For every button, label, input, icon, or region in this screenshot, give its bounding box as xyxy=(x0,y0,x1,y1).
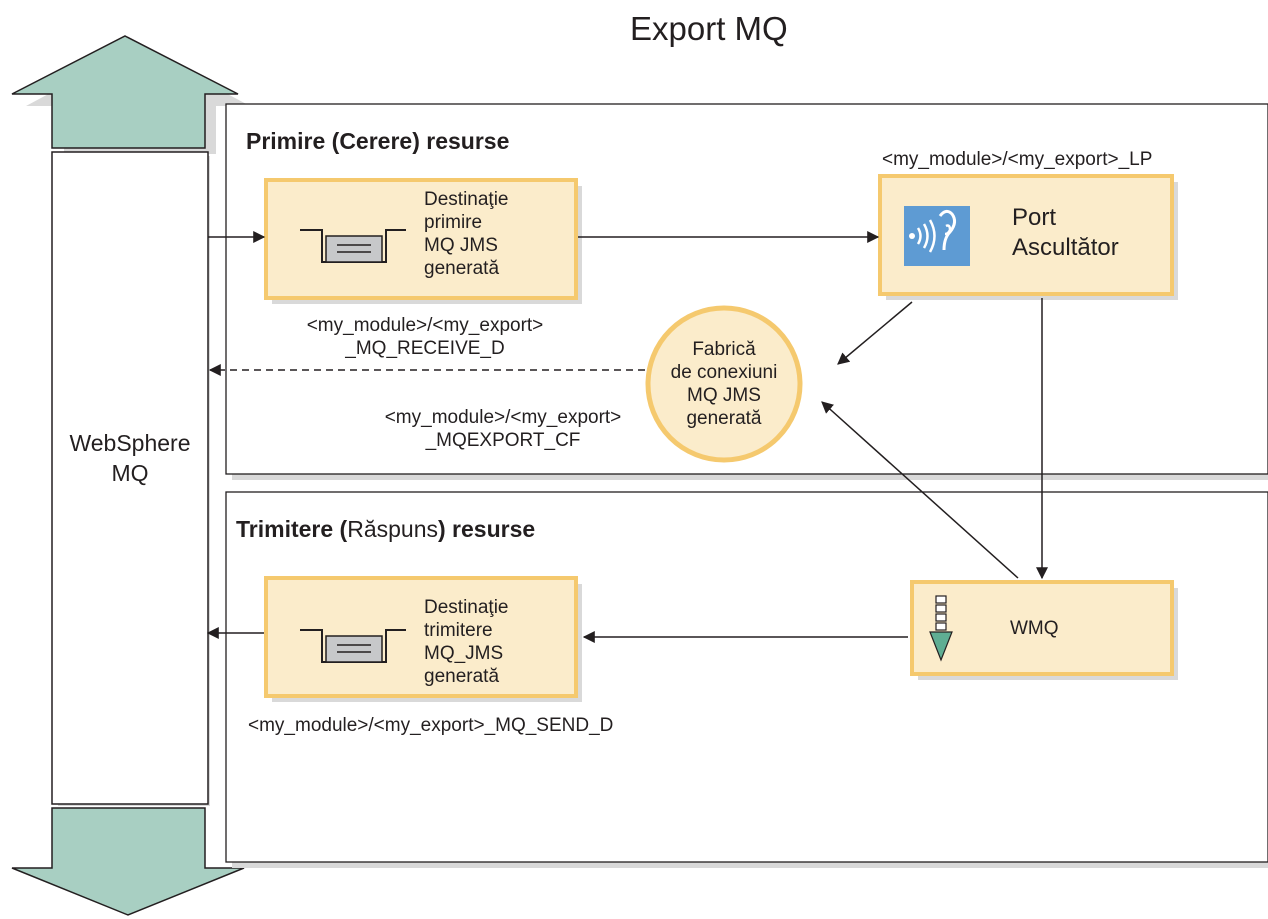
ear-icon xyxy=(904,206,970,266)
send-line-3: MQ_JMS xyxy=(424,643,504,664)
queue-icon xyxy=(300,629,406,663)
request-section-title: Primire (Cerere) resurse xyxy=(246,128,510,154)
websphere-double-arrow xyxy=(11,35,250,916)
listener-port-box xyxy=(878,174,1178,300)
send-line-2: trimitere xyxy=(424,620,493,641)
send-line-1: Destinaţie xyxy=(424,597,509,618)
queue-down-icon xyxy=(929,595,953,662)
websphere-body xyxy=(51,151,209,805)
listener-port-name: <my_module>/<my_export>_LP xyxy=(882,149,1153,170)
factory-name-line2: _MQEXPORT_CF xyxy=(425,430,581,451)
websphere-label-line2: MQ xyxy=(111,460,149,486)
response-section-title: Trimitere (Răspuns) resurse xyxy=(236,516,535,543)
down-arrow-head xyxy=(11,807,245,916)
listener-line-1: Port xyxy=(1012,204,1057,231)
factory-line-1: Fabrică xyxy=(692,339,756,360)
receive-line-4: generată xyxy=(424,258,500,279)
send-destination-text: Destinaţie trimitere MQ_JMS generată xyxy=(424,596,509,688)
factory-line-4: generată xyxy=(686,408,762,429)
up-arrow-head xyxy=(11,35,239,149)
receive-destination-box xyxy=(264,178,582,304)
connectors xyxy=(206,231,1048,643)
connection-factory-text: Fabrică de conexiuni MQ JMS generată xyxy=(660,338,788,430)
websphere-label-line1: WebSphere xyxy=(69,430,191,456)
send-destination-box xyxy=(264,576,582,702)
receive-destination-name: <my_module>/<my_export> _MQ_RECEIVE_D xyxy=(280,314,570,360)
send-line-4: generată xyxy=(424,666,500,687)
factory-name-line1: <my_module>/<my_export> xyxy=(384,407,622,428)
diagram-title-text: Export MQ xyxy=(630,10,788,47)
response-title-part2: Răspuns xyxy=(347,516,438,542)
websphere-mq-label: WebSphere MQ xyxy=(52,428,208,488)
connection-factory-name: <my_module>/<my_export> _MQEXPORT_CF xyxy=(358,406,648,452)
arrow-wmq-to-factory xyxy=(821,401,1019,579)
listener-line-2: Ascultător xyxy=(1012,234,1119,261)
connection-factory-circle xyxy=(645,305,803,463)
response-title-part1: Trimitere ( xyxy=(236,516,348,542)
receive-line-1: Destinaţie xyxy=(424,189,509,210)
factory-line-3: MQ JMS xyxy=(687,385,761,406)
receive-line-3: MQ JMS xyxy=(424,235,498,256)
wmq-box xyxy=(910,580,1178,680)
factory-line-2: de conexiuni xyxy=(670,362,778,383)
response-title-part3: ) resurse xyxy=(438,516,536,542)
receive-name-line1: <my_module>/<my_export> xyxy=(306,315,544,336)
queue-icon xyxy=(300,229,406,263)
receive-name-line2: _MQ_RECEIVE_D xyxy=(345,338,505,359)
arrow-listener-to-factory xyxy=(837,301,913,365)
wmq-label: WMQ xyxy=(1010,618,1059,639)
receive-line-2: primire xyxy=(424,212,483,233)
send-destination-name: <my_module>/<my_export>_MQ_SEND_D xyxy=(248,715,614,736)
receive-destination-text: Destinaţie primire MQ JMS generată xyxy=(424,188,509,280)
listener-port-text: Port Ascultător xyxy=(1012,203,1119,263)
